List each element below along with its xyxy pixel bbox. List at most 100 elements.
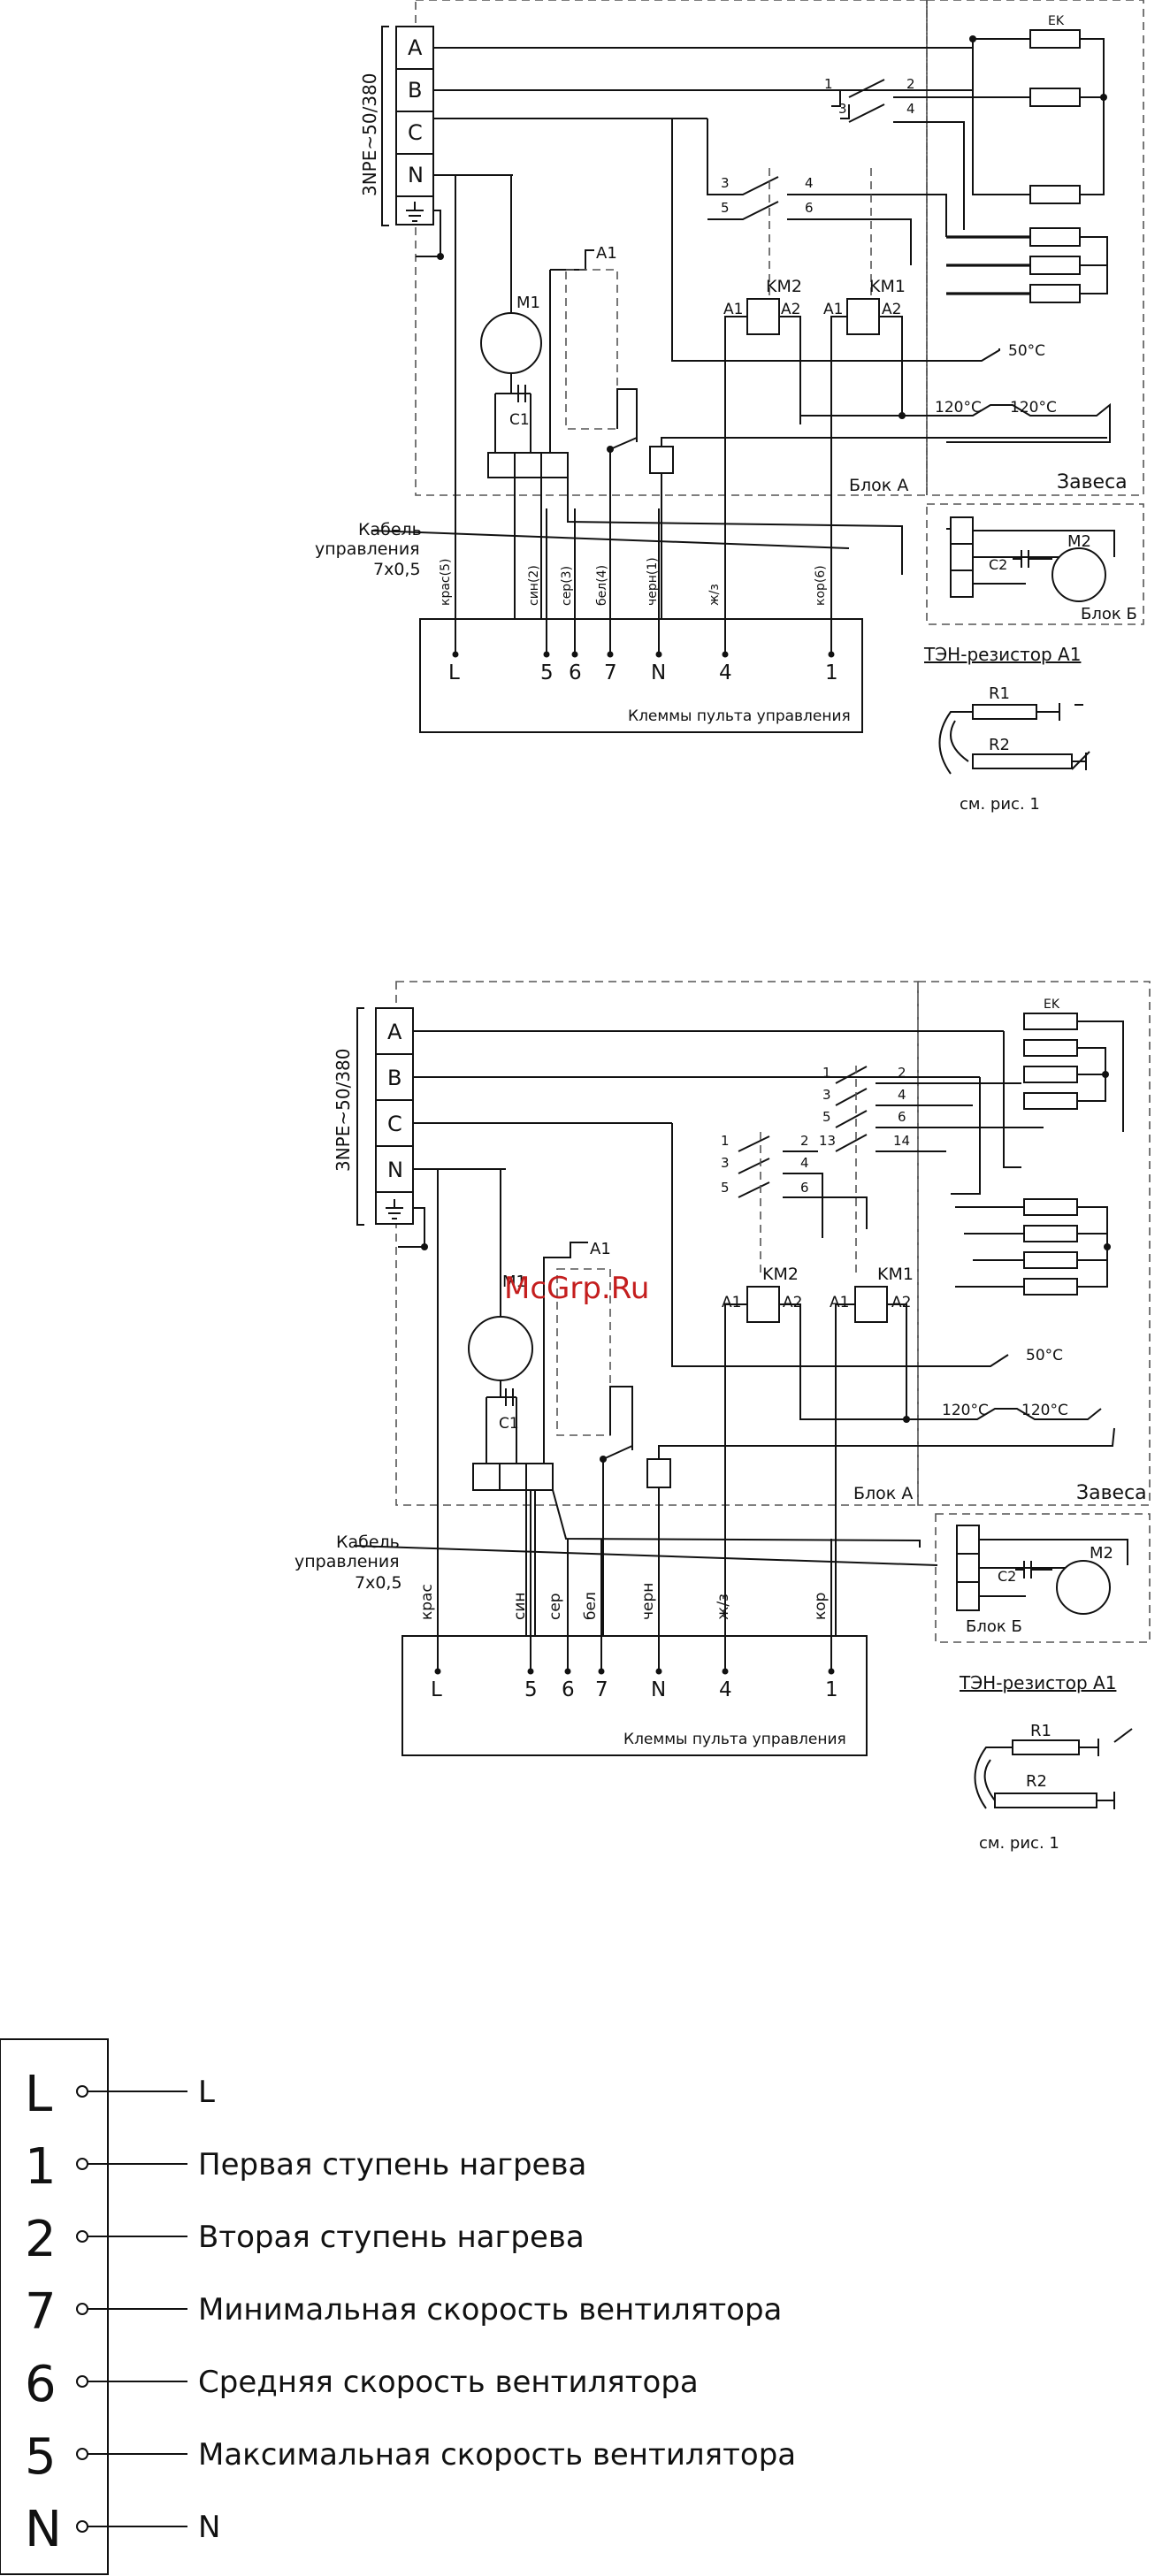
thermostat-120b-label: 120°C bbox=[1010, 399, 1057, 417]
svg-text:черн: черн bbox=[639, 1583, 657, 1620]
svg-text:L: L bbox=[431, 1678, 442, 1701]
legend-description: Минимальная скорость вентилятора bbox=[198, 2292, 782, 2328]
svg-text:см. рис. 1: см. рис. 1 bbox=[979, 1834, 1059, 1853]
m2-label-1: M2 bbox=[1067, 532, 1091, 551]
svg-text:1: 1 bbox=[824, 76, 833, 92]
legend-description: Первая ступень нагрева bbox=[198, 2147, 586, 2182]
heater-ek-3 bbox=[1029, 185, 1081, 204]
svg-text:R1: R1 bbox=[989, 684, 1010, 703]
legend-terminal-contact bbox=[76, 2230, 88, 2243]
legend-row: 1 Первая ступень нагрева bbox=[25, 2138, 586, 2196]
svg-text:7х0,5: 7х0,5 bbox=[355, 1573, 402, 1593]
legend-description: L bbox=[198, 2075, 215, 2110]
heater-ek-1 bbox=[1029, 29, 1081, 49]
svg-text:бел(4): бел(4) bbox=[595, 565, 609, 606]
watermark: McGrp.Ru bbox=[504, 1271, 649, 1306]
svg-text:2: 2 bbox=[906, 76, 915, 92]
legend-terminal-contact bbox=[76, 2085, 88, 2098]
phase-n-label: N bbox=[408, 163, 424, 187]
svg-text:120°C: 120°C bbox=[942, 1402, 989, 1419]
control-terminals-1 bbox=[419, 618, 863, 733]
legend-description: Максимальная скорость вентилятора bbox=[198, 2437, 796, 2473]
curtain-frame bbox=[926, 0, 1144, 496]
svg-text:KM2: KM2 bbox=[762, 1265, 799, 1284]
svg-text:сер(3): сер(3) bbox=[560, 566, 574, 606]
svg-text:R2: R2 bbox=[989, 736, 1010, 754]
svg-text:4: 4 bbox=[805, 175, 814, 191]
svg-text:5: 5 bbox=[822, 1109, 831, 1125]
legend-description: N bbox=[198, 2510, 220, 2545]
svg-text:N: N bbox=[651, 661, 666, 684]
svg-text:N: N bbox=[387, 1158, 403, 1182]
svg-text:N: N bbox=[651, 1678, 666, 1701]
legend-terminal-contact bbox=[76, 2448, 88, 2460]
svg-text:4: 4 bbox=[719, 1678, 732, 1701]
svg-text:5: 5 bbox=[540, 661, 554, 684]
see-figure-1: см. рис. 1 bbox=[960, 795, 1040, 814]
cable-line1: Кабель bbox=[358, 520, 422, 539]
block-b-frame bbox=[926, 503, 1144, 625]
svg-text:A1: A1 bbox=[723, 301, 743, 318]
resistor-caption-1: ТЭН-резистор А1 bbox=[923, 644, 1081, 665]
svg-text:A1: A1 bbox=[596, 244, 617, 263]
phase-a-label: A bbox=[408, 35, 423, 60]
legend-terminal-code: N bbox=[25, 2501, 62, 2558]
svg-text:B: B bbox=[387, 1066, 401, 1090]
svg-text:120°C: 120°C bbox=[1021, 1402, 1068, 1419]
svg-text:50°C: 50°C bbox=[1026, 1347, 1063, 1364]
svg-text:14: 14 bbox=[893, 1133, 910, 1149]
svg-text:7: 7 bbox=[595, 1678, 608, 1701]
legend-terminal-contact bbox=[76, 2375, 88, 2388]
fan-motor-m2 bbox=[1051, 547, 1106, 602]
svg-text:крас: крас bbox=[418, 1584, 436, 1620]
svg-text:A: A bbox=[387, 1020, 402, 1044]
supply-terminals: A B C N bbox=[395, 26, 434, 225]
cable-line2: управления bbox=[315, 539, 420, 559]
svg-text:кор(6): кор(6) bbox=[814, 565, 828, 606]
legend-terminal-code: 2 bbox=[25, 2211, 57, 2268]
svg-text:Блок Б: Блок Б bbox=[966, 1617, 1022, 1636]
svg-text:1: 1 bbox=[721, 1133, 730, 1149]
cable-line3: 7х0,5 bbox=[373, 560, 421, 579]
legend-terminal-code: 6 bbox=[25, 2356, 57, 2413]
thermostat-120a-label: 120°C bbox=[935, 399, 982, 417]
km1-label: KM1 bbox=[869, 277, 906, 296]
svg-text:EK: EK bbox=[1044, 998, 1060, 1012]
svg-text:Кабель: Кабель bbox=[336, 1533, 400, 1552]
phase-b-label: B bbox=[408, 78, 422, 103]
curtain-label: Завеса bbox=[1057, 471, 1128, 493]
svg-text:2: 2 bbox=[800, 1133, 809, 1149]
svg-text:R1: R1 bbox=[1030, 1722, 1051, 1740]
svg-text:3: 3 bbox=[721, 175, 730, 191]
legend-terminal-code: 1 bbox=[25, 2138, 57, 2196]
svg-text:3: 3 bbox=[822, 1087, 831, 1103]
svg-text:C2: C2 bbox=[998, 1568, 1016, 1585]
legend-terminal-code: 5 bbox=[25, 2428, 57, 2486]
svg-text:сер: сер bbox=[547, 1593, 564, 1620]
ek-label: EK bbox=[1048, 14, 1065, 28]
supply-label: 3NPE~50/380 bbox=[359, 73, 380, 196]
block-a-label: Блок А bbox=[849, 476, 908, 495]
km2-coil bbox=[746, 298, 780, 335]
svg-text:1: 1 bbox=[825, 661, 838, 684]
svg-text:A1: A1 bbox=[590, 1240, 611, 1258]
km1-coil bbox=[846, 298, 880, 335]
svg-text:A1: A1 bbox=[722, 1294, 741, 1311]
thermostat-50-label: 50°C bbox=[1008, 342, 1045, 360]
svg-text:5: 5 bbox=[524, 1678, 538, 1701]
legend-terminal-contact bbox=[76, 2158, 88, 2170]
svg-text:3: 3 bbox=[721, 1155, 730, 1171]
legend-terminal-contact bbox=[76, 2303, 88, 2315]
svg-text:C: C bbox=[387, 1112, 402, 1136]
svg-text:черн(1): черн(1) bbox=[646, 557, 660, 606]
km2-label: KM2 bbox=[766, 277, 802, 296]
block-b-label: Блок Б bbox=[1081, 605, 1137, 623]
svg-text:2: 2 bbox=[898, 1065, 906, 1081]
heater-ek-2 bbox=[1029, 88, 1081, 107]
legend-row: 5 Максимальная скорость вентилятора bbox=[25, 2428, 796, 2486]
svg-text:KM1: KM1 bbox=[877, 1265, 914, 1284]
legend-terminal-code: L bbox=[25, 2066, 52, 2123]
